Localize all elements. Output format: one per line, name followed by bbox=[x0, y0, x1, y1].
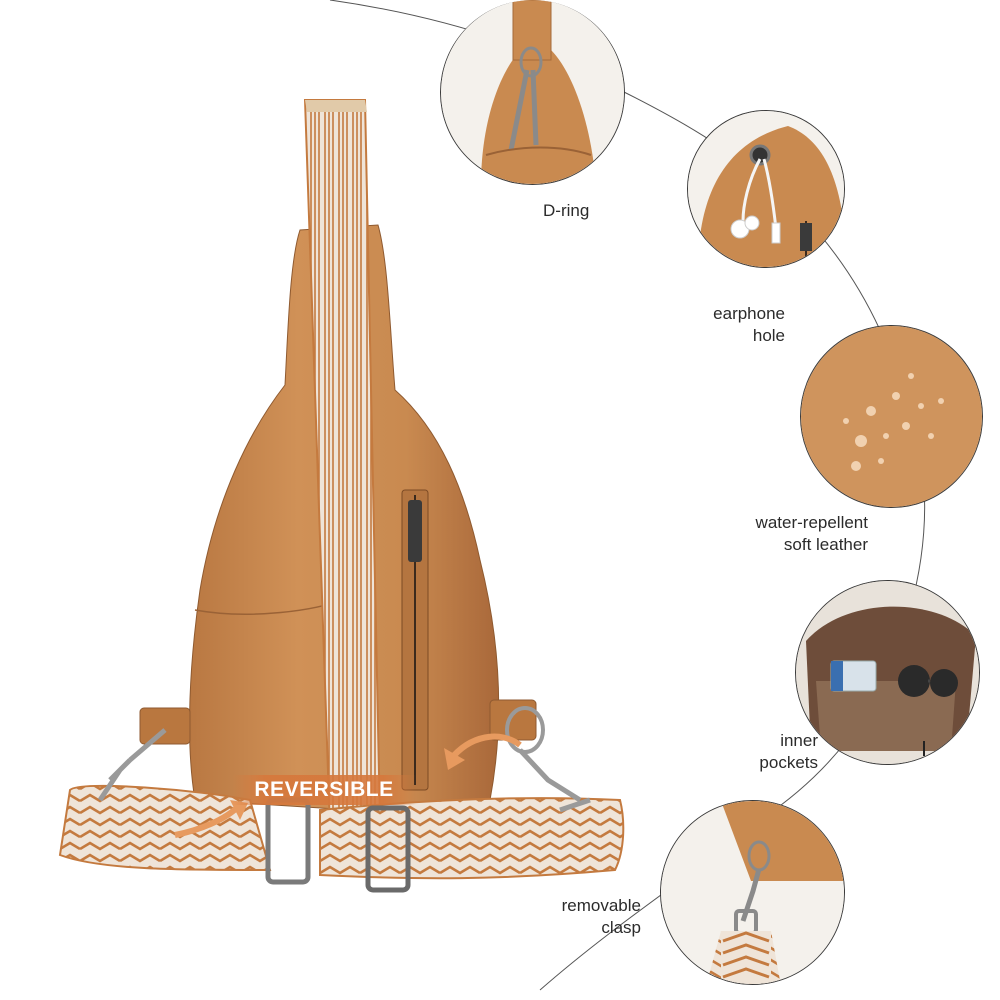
d-ring-detail-circle bbox=[440, 0, 625, 185]
water-repellent-label: water-repellent soft leather bbox=[755, 513, 868, 554]
removable-clasp-label: removable clasp bbox=[561, 896, 641, 937]
earphone-hole-detail-circle bbox=[687, 110, 845, 268]
removable-clasp-detail-circle bbox=[660, 800, 845, 985]
inner-pockets-detail-circle bbox=[795, 580, 980, 765]
reversible-banner: REVERSIBLE bbox=[232, 775, 416, 805]
d-ring-label: D-ring bbox=[543, 201, 590, 220]
inner-pockets-label: inner pockets bbox=[759, 731, 818, 772]
reversible-text: REVERSIBLE bbox=[254, 778, 394, 801]
water-repellent-detail-circle bbox=[800, 325, 983, 508]
earphone-hole-label: earphone hole bbox=[713, 304, 785, 345]
